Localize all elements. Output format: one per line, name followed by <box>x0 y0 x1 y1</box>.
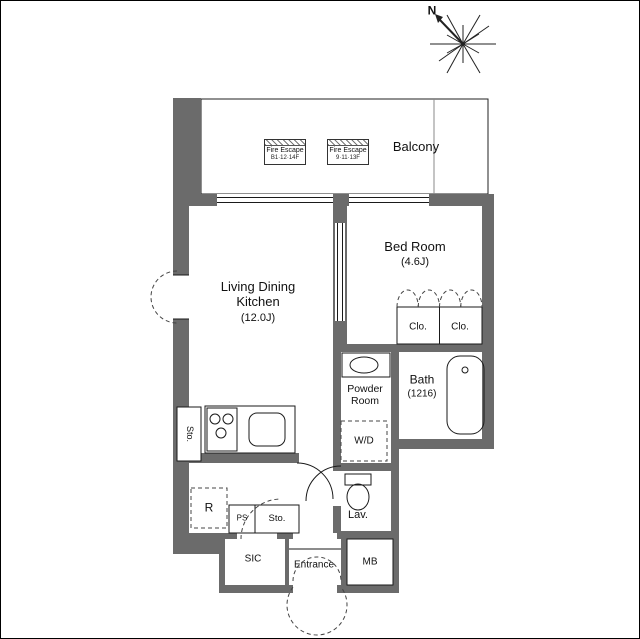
meter-box-area <box>347 539 393 585</box>
compass-arrow-head <box>435 14 443 23</box>
refrigerator-label: R <box>204 500 214 515</box>
closet-right-label: Clo. <box>451 321 469 333</box>
compass-north-label: N <box>427 3 437 18</box>
kitchen-counter <box>204 405 296 454</box>
compass-icon <box>430 14 496 74</box>
room-powder-area <box>341 352 391 463</box>
bedroom-label: Bed Room <box>384 238 446 254</box>
bath-size-label: (1216) <box>407 388 437 400</box>
kitchen-storage-label: Sto. <box>184 425 195 443</box>
fire-escape-title: Fire Escape <box>266 147 304 154</box>
entrance-door-arc <box>292 556 342 582</box>
pipe-space-label: PS <box>236 513 248 523</box>
sink-icon <box>248 412 286 447</box>
washer-dryer-label: W/D <box>354 435 374 447</box>
line-details <box>173 197 485 586</box>
shoe-closet-label: SIC <box>244 553 262 565</box>
toilet-icon <box>344 473 372 511</box>
hall-storage-outline <box>254 504 300 534</box>
door-swing-arc <box>296 462 334 500</box>
meter-box-outline <box>346 538 394 586</box>
dashed-details <box>150 270 483 636</box>
powder-room-label-line1: Powder <box>347 383 383 396</box>
washbasin-icon <box>341 352 391 378</box>
closet-door-arc <box>396 289 419 308</box>
room-sic-area <box>225 539 285 585</box>
fire-escape-hatch-icon <box>265 140 305 146</box>
fire-escape-sign-2: Fire Escape 9·11·13F <box>327 139 369 166</box>
stove-icon <box>206 407 238 452</box>
room-areas <box>173 194 482 593</box>
room-lavatory-area <box>341 471 391 531</box>
hall-storage-label: Sto. <box>268 512 286 524</box>
fire-escape-sign-1: Fire Escape B1·12·14F <box>264 139 306 166</box>
meter-box-label: MB <box>362 556 378 568</box>
fire-escape-floors: 9·11·13F <box>336 155 360 162</box>
bath-label: Bath <box>409 372 435 387</box>
entrance-door-arc <box>286 586 348 636</box>
door-swing-arc <box>240 498 282 540</box>
room-entrance-area <box>289 539 341 585</box>
fire-escape-hatch-icon <box>328 140 368 146</box>
ldk-label-line1: Living Dining <box>220 278 296 294</box>
storage-nook-outline <box>176 406 202 462</box>
closet-left-label: Clo. <box>409 321 427 333</box>
closet-door-arc <box>417 289 440 308</box>
washer-dryer-space-outline <box>340 420 388 462</box>
closet-door-arc <box>439 289 462 308</box>
ldk-label-line2: Kitchen <box>236 293 280 309</box>
ldk-size-label: (12.0J) <box>240 311 276 324</box>
lavatory-label: Lav. <box>348 508 368 521</box>
room-ldk-area <box>189 206 333 453</box>
closet-door-arc <box>460 289 483 308</box>
fire-escape-title: Fire Escape <box>329 147 367 154</box>
sliding-door-icon <box>337 223 343 321</box>
hallway-area <box>189 463 333 533</box>
room-bedroom-area <box>347 206 482 344</box>
refrigerator-space-outline <box>190 487 228 529</box>
balcony-label: Balcony <box>392 138 440 154</box>
window-ldk-icon <box>217 197 333 203</box>
entrance-label: Entrance <box>293 559 335 571</box>
bathtub-icon <box>446 355 485 435</box>
powder-room-label-line2: Room <box>350 395 380 408</box>
window-bedroom-icon <box>349 197 429 203</box>
room-bath-area <box>399 352 482 439</box>
bedroom-size-label: (4.6J) <box>400 255 430 268</box>
door-swing-arc <box>305 465 342 502</box>
door-swing-arc <box>150 270 178 324</box>
fire-escape-floors: B1·12·14F <box>270 155 300 162</box>
